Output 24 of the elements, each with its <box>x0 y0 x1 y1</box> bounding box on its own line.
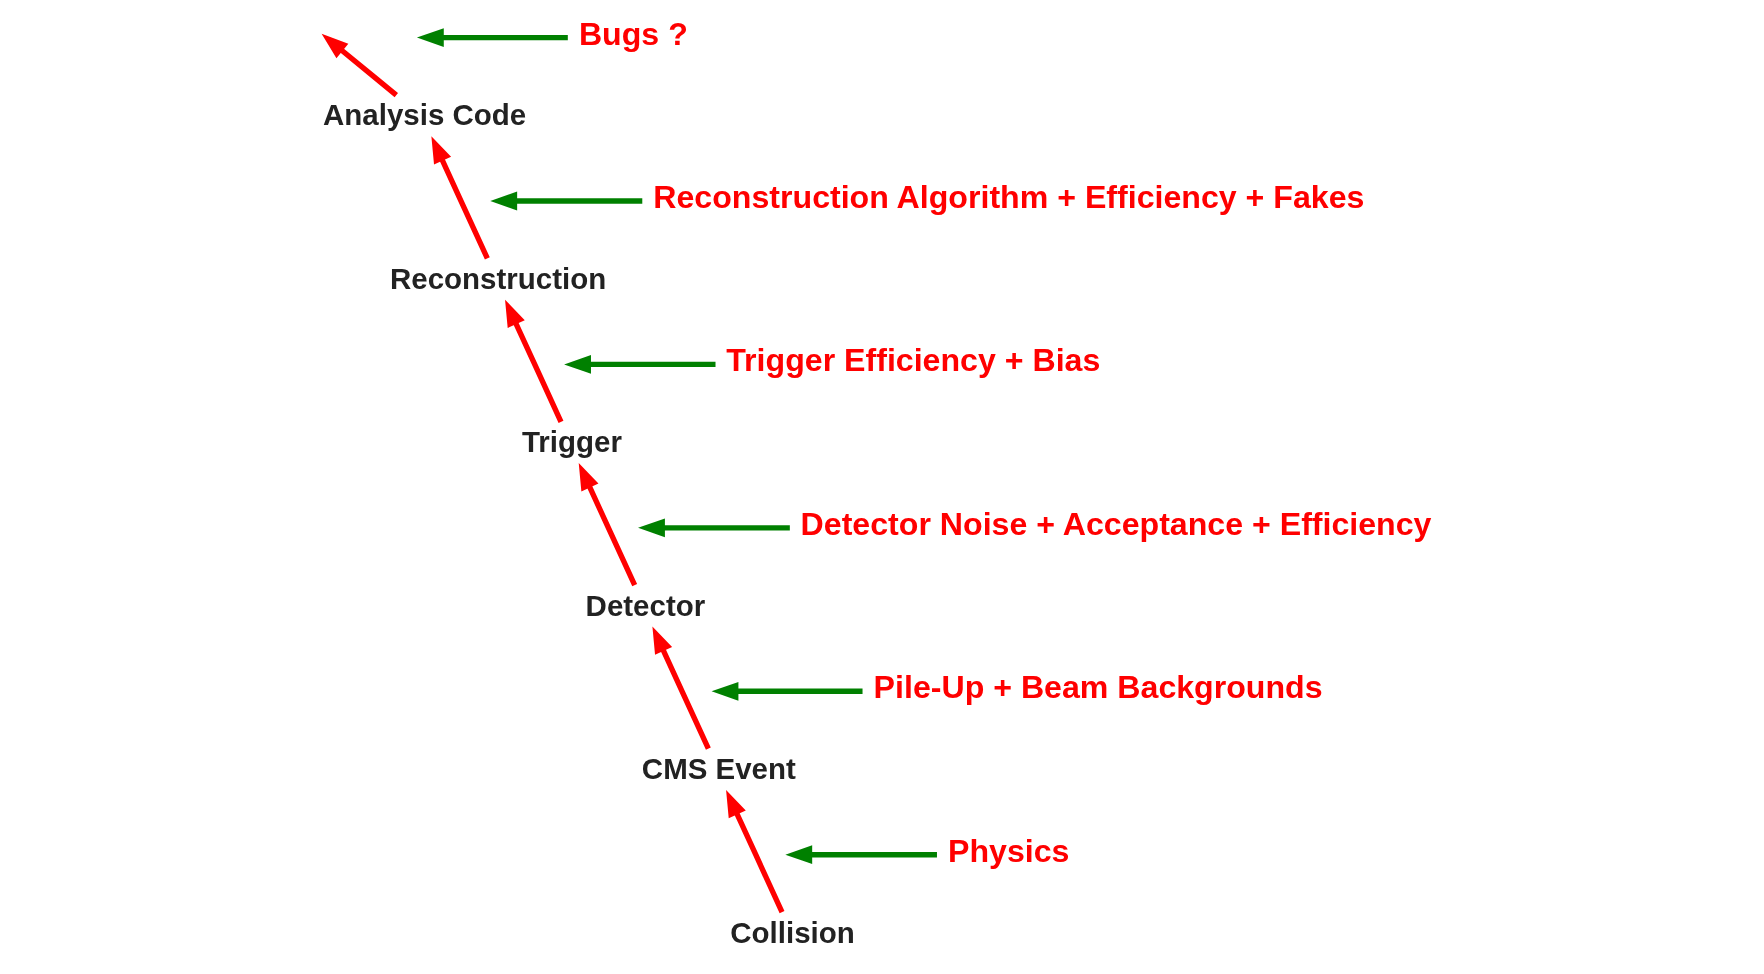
arrow <box>578 463 638 587</box>
node-text: Bugs ? <box>578 15 688 52</box>
arrow <box>416 28 568 47</box>
arrow <box>490 191 643 211</box>
arrow <box>431 136 490 260</box>
arrow <box>638 518 790 538</box>
node-text: Detector <box>585 588 706 622</box>
node-text: CMS Event <box>641 752 796 786</box>
node-text: Trigger <box>522 425 622 459</box>
node-text: Collision <box>730 915 855 949</box>
arrow <box>321 33 398 98</box>
node-text: Trigger Efficiency + Bias <box>726 342 1101 379</box>
arrow <box>726 789 785 914</box>
arrow <box>652 626 711 750</box>
arrow <box>711 681 863 701</box>
node-text: Analysis Code <box>323 98 527 132</box>
node-text: Reconstruction <box>390 261 607 295</box>
arrow <box>564 355 716 374</box>
node-text: Pile-Up + Beam Backgrounds <box>873 669 1323 706</box>
node-text: Reconstruction Algorithm + Efficiency + Fakes <box>653 178 1365 215</box>
arrow <box>785 845 937 865</box>
node-text: Detector Noise + Acceptance + Efficiency <box>800 505 1432 542</box>
arrow <box>505 299 564 423</box>
node-text: Physics <box>947 832 1070 869</box>
